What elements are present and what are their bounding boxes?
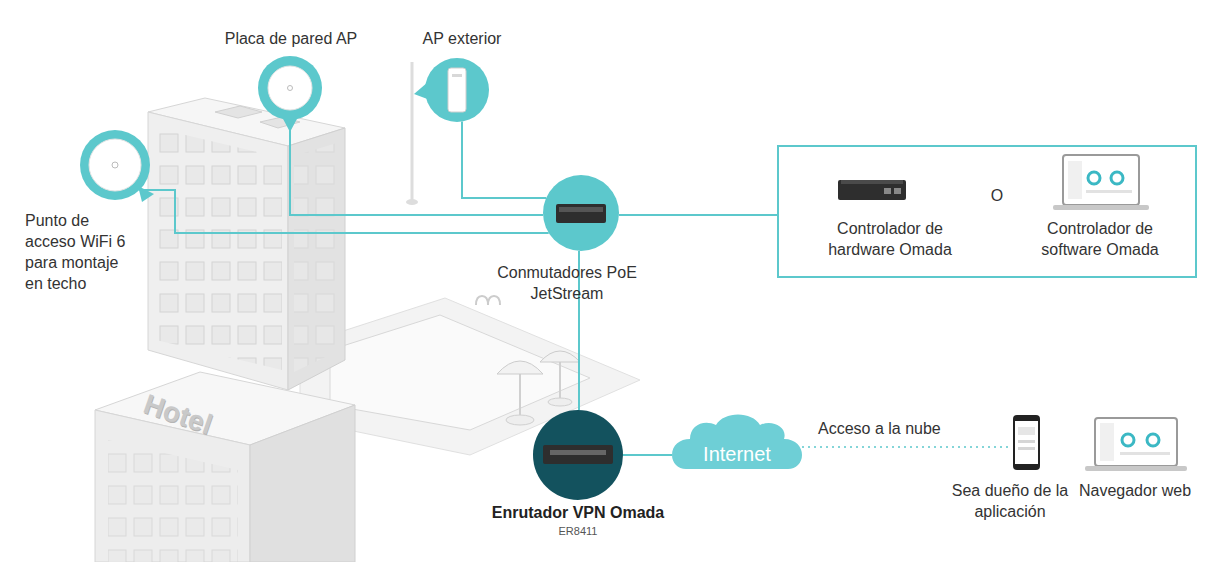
umbrella-pole xyxy=(519,372,521,418)
switch-device xyxy=(556,204,606,223)
node-label: Navegador web xyxy=(1070,480,1200,501)
cloud-link xyxy=(802,446,1011,448)
poe-switch: Conmutadores PoE JetStream xyxy=(543,175,619,251)
hardware-controller-device xyxy=(838,180,906,200)
pool-ladder xyxy=(476,296,500,305)
wall-plate-ap: Placa de pared AP xyxy=(258,56,322,120)
device-logo xyxy=(112,162,118,168)
screen-chart xyxy=(1147,434,1159,446)
node-label: Sea dueño de la aplicación xyxy=(940,480,1080,522)
tower-side xyxy=(288,128,345,390)
node-label: AP exterior xyxy=(382,28,542,49)
screen-chart xyxy=(1122,434,1134,446)
cloud-shape xyxy=(672,415,802,470)
node-label: Controlador de software Omada xyxy=(1025,218,1175,260)
router-device xyxy=(543,445,613,464)
mobile-app: Sea dueño de la aplicación xyxy=(1011,414,1041,470)
tower-side-windows xyxy=(294,142,340,372)
outdoor-ap-device xyxy=(448,68,466,112)
outdoor-ap: AP exterior xyxy=(425,58,489,122)
laptop-base xyxy=(1085,466,1187,471)
node-label: Enrutador VPN Omada xyxy=(478,502,678,523)
roof-box xyxy=(215,106,262,118)
network-cable xyxy=(462,122,546,198)
lobby-windows xyxy=(108,440,238,562)
node-sublabel: ER8411 xyxy=(478,524,678,538)
phone-device xyxy=(1013,415,1040,470)
screen-line xyxy=(1086,190,1132,193)
node-label: O xyxy=(982,185,1012,206)
network-cable xyxy=(619,214,777,216)
internet-cloud: Internet xyxy=(672,411,802,469)
umbrella xyxy=(497,361,543,374)
screen-chart xyxy=(1111,172,1123,184)
hardware-controller: Controlador de hardware Omada xyxy=(836,175,908,203)
device-port xyxy=(894,188,901,194)
controller-group: OControlador de hardware OmadaControlado… xyxy=(777,145,1197,278)
device-logo xyxy=(288,86,293,91)
network-cable xyxy=(623,454,672,456)
phone-card xyxy=(1018,427,1035,435)
switch-ports xyxy=(559,207,603,212)
lobby-front xyxy=(95,410,250,562)
node-label: Conmutadores PoE JetStream xyxy=(492,262,642,304)
edge-label: Acceso a la nube xyxy=(818,418,978,439)
antenna-pole xyxy=(411,62,414,200)
node-label: Placa de pared AP xyxy=(196,28,386,49)
laptop-screen xyxy=(1063,155,1139,205)
phone-screen xyxy=(1015,421,1038,464)
laptop-screen xyxy=(1095,418,1177,466)
ceiling-ap: Punto de acceso WiFi 6 para montaje en t… xyxy=(80,130,150,200)
phone-line xyxy=(1018,447,1035,450)
web-browser: Navegador web xyxy=(1090,416,1182,470)
lobby-side xyxy=(250,405,355,562)
laptop-base xyxy=(1053,205,1149,210)
ceiling-ap-device xyxy=(89,139,141,191)
phone-line xyxy=(1018,440,1035,443)
node-label: Internet xyxy=(672,442,802,466)
pool xyxy=(330,315,590,430)
device-port xyxy=(884,188,891,194)
software-controller: Controlador de software Omada xyxy=(1058,153,1142,209)
device-detail xyxy=(452,74,462,77)
screen-line xyxy=(1120,452,1170,455)
network-cable xyxy=(140,190,549,233)
node-label: Controlador de hardware Omada xyxy=(815,218,965,260)
umbrella-pole xyxy=(559,360,561,400)
pool-table xyxy=(506,415,534,425)
screen-sidebar xyxy=(1100,423,1114,461)
umbrella xyxy=(540,351,580,362)
wall-plate-device xyxy=(268,66,312,110)
vpn-router: Enrutador VPN OmadaER8411 xyxy=(533,410,623,500)
tower-front xyxy=(148,112,288,390)
pool-table xyxy=(548,398,572,406)
device-detail xyxy=(841,180,903,184)
network-cable xyxy=(290,120,543,215)
pole-base xyxy=(406,199,418,205)
tower-windows xyxy=(156,128,282,370)
screen-sidebar xyxy=(1068,161,1082,199)
node-label: Punto de acceso WiFi 6 para montaje en t… xyxy=(25,210,133,294)
screen-chart xyxy=(1088,172,1100,184)
router-ports xyxy=(550,450,606,455)
